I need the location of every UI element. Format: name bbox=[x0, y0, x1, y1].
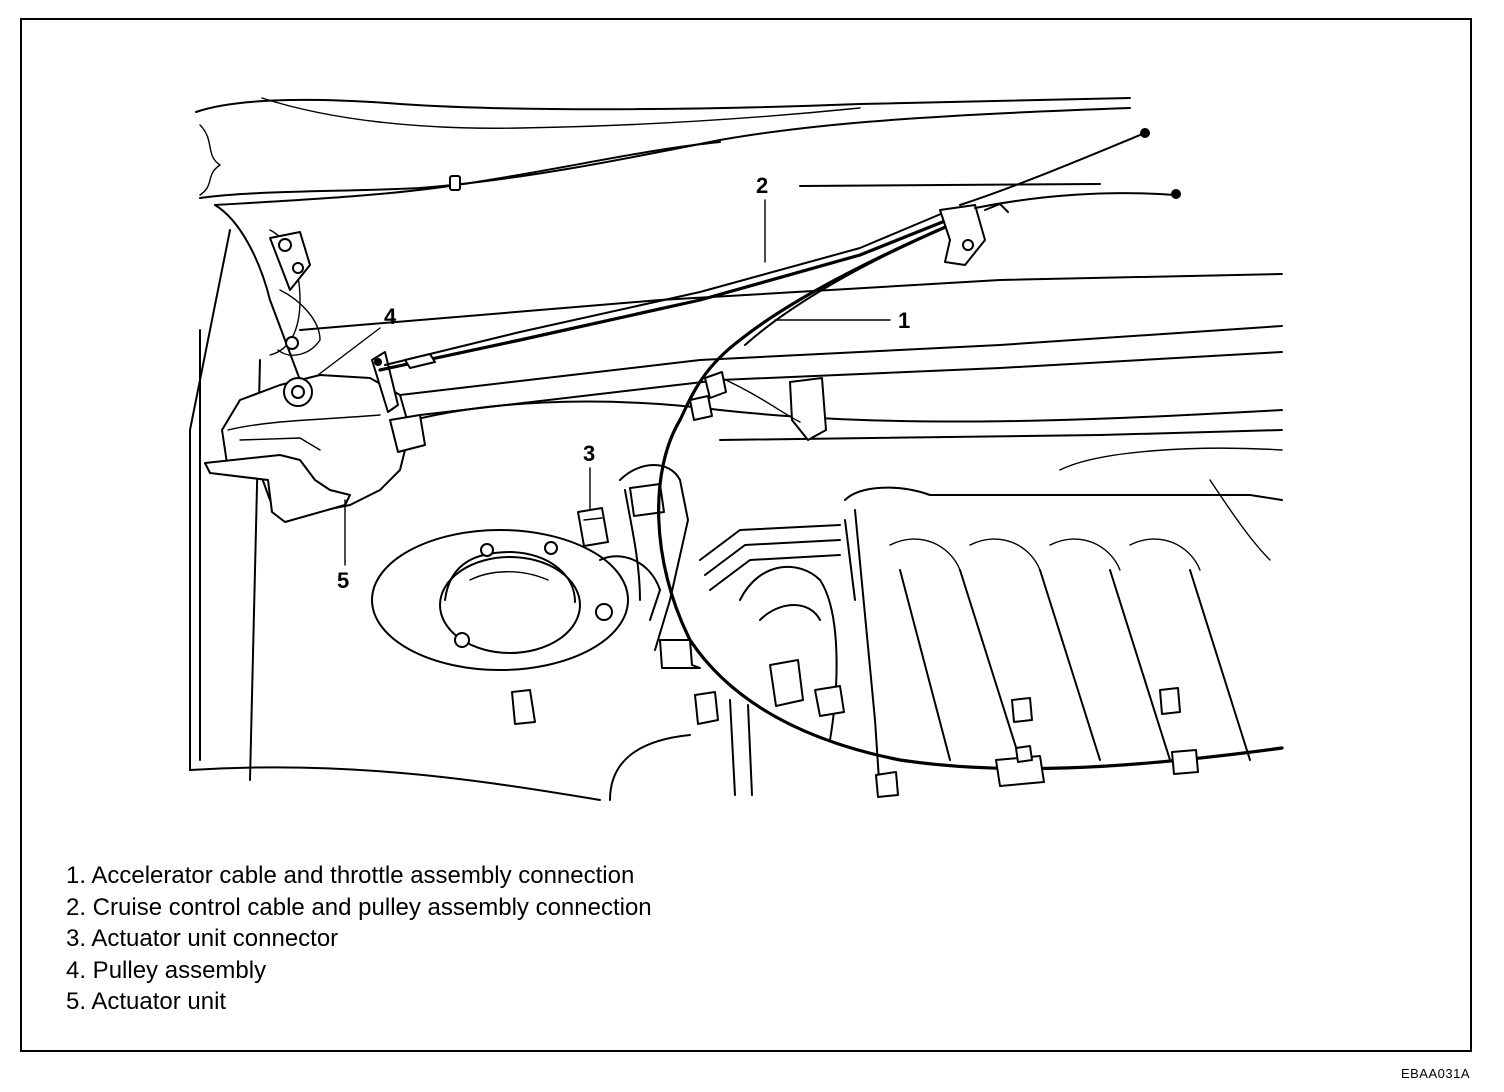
legend-item: 2. Cruise control cable and pulley assem… bbox=[66, 893, 652, 921]
legend-item: 4. Pulley assembly bbox=[66, 956, 267, 984]
strut-tower bbox=[371, 529, 629, 725]
callout-5: 5 bbox=[337, 568, 349, 593]
actuator-connector bbox=[577, 464, 689, 651]
hood-outline bbox=[195, 97, 1131, 206]
parts-legend: 1. Accelerator cable and throttle assemb… bbox=[66, 860, 652, 1018]
cable-bracket bbox=[939, 128, 1181, 266]
intake-manifold bbox=[844, 447, 1283, 796]
callout-3: 3 bbox=[583, 441, 595, 466]
figure-frame bbox=[20, 18, 1472, 1052]
legend-item: 3. Actuator unit connector bbox=[66, 925, 339, 952]
actuator-unit bbox=[204, 351, 426, 523]
cruise-control-cable bbox=[378, 207, 962, 372]
throttle-body bbox=[609, 524, 899, 801]
legend-item: 1. Accelerator cable and throttle assemb… bbox=[66, 862, 635, 889]
legend-item: 5. Actuator unit bbox=[66, 988, 227, 1015]
figure-code: EBAA031A bbox=[1400, 1066, 1470, 1081]
callout-2: 2 bbox=[756, 173, 768, 198]
callout-4: 4 bbox=[384, 304, 397, 329]
callout-1: 1 bbox=[898, 308, 910, 333]
cowl-panel bbox=[299, 273, 1283, 441]
leader-lines bbox=[317, 199, 891, 566]
fender-wall bbox=[189, 204, 601, 801]
accelerator-cable bbox=[657, 223, 1284, 787]
